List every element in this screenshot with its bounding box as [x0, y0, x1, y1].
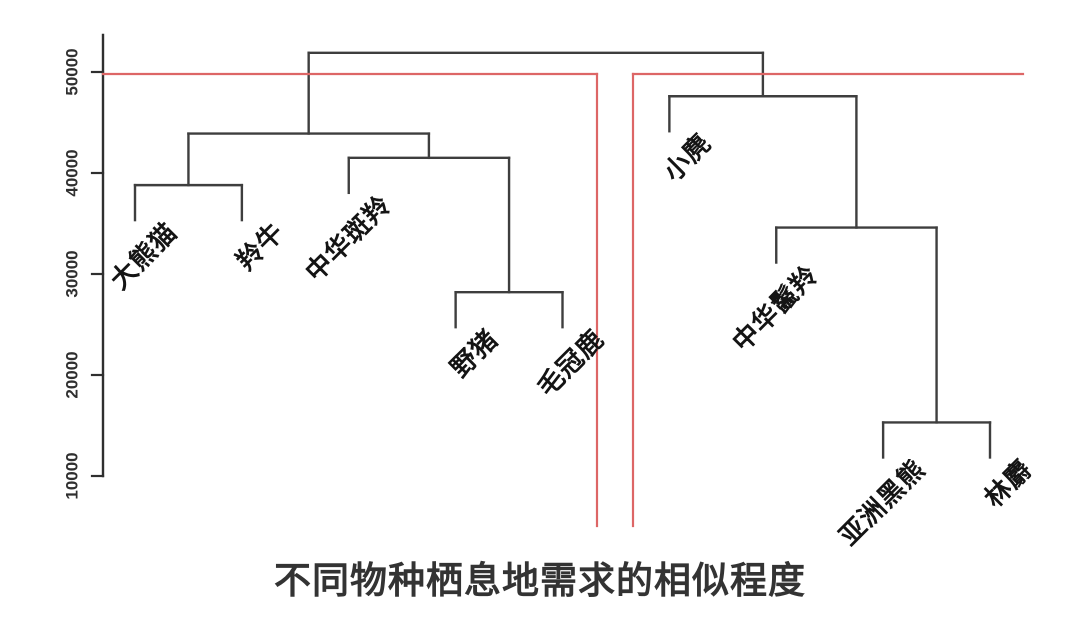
cluster-cut-lines	[101, 72, 1025, 528]
y-axis-tick-label: 30000	[63, 250, 82, 297]
y-axis-tick-label: 50000	[63, 48, 82, 95]
chart-title: 不同物种栖息地需求的相似程度	[274, 560, 806, 601]
y-axis: 10000 20000 30000 40000 50000	[63, 33, 105, 500]
y-axis-tick-label: 10000	[63, 452, 82, 499]
y-axis-tick-label: 20000	[63, 351, 82, 398]
y-axis-tick-label: 40000	[63, 149, 82, 196]
dendrogram-lines	[133, 51, 992, 459]
